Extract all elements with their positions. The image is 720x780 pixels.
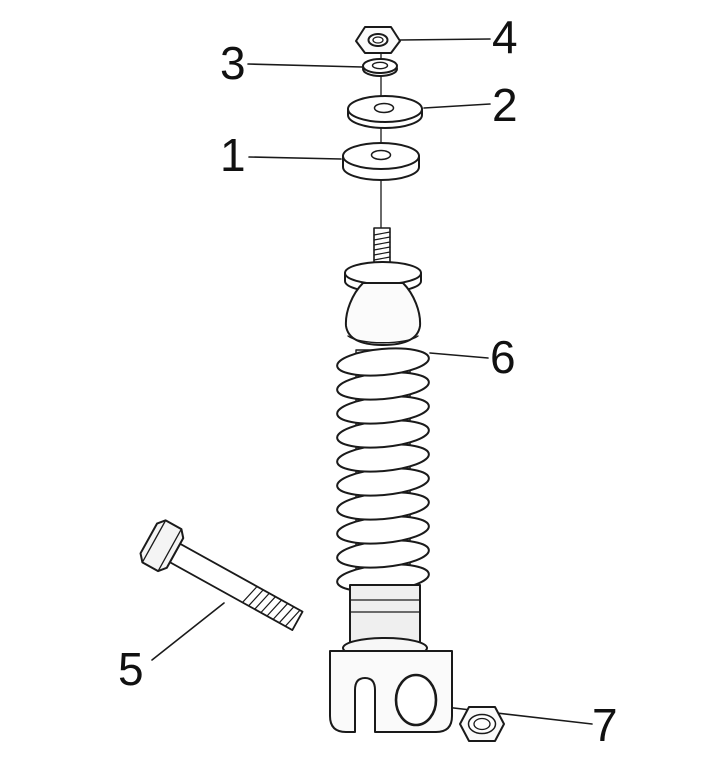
hex-bolt-icon-part5 [139, 519, 304, 631]
hex-nut-icon-part7 [459, 706, 505, 742]
callout-label-5: 5 [118, 643, 144, 695]
hex-nut-icon-part4 [355, 26, 401, 54]
clevis-bolt-hole [394, 673, 438, 727]
callout-label-4: 4 [492, 11, 518, 63]
bushing-washer-icon-part1 [342, 142, 420, 181]
leader-line-7 [427, 704, 593, 725]
lock-washer-icon-part3 [362, 58, 398, 77]
callout-label-2: 2 [492, 79, 518, 131]
shock-body [349, 584, 421, 647]
clevis-mount [329, 637, 453, 733]
callout-label-1: 1 [220, 129, 246, 181]
coil-spring-icon-part6 [336, 347, 430, 593]
leader-line-4 [399, 38, 491, 41]
leader-line-2 [423, 103, 491, 109]
leader-line-6 [429, 352, 489, 359]
leader-lines [151, 38, 593, 725]
rubber-dome-mount [344, 282, 422, 346]
leader-line-5 [151, 602, 225, 661]
leader-line-3 [247, 63, 363, 68]
flat-washer-icon-part2 [347, 95, 423, 129]
callout-label-3: 3 [220, 37, 246, 89]
leader-line-1 [248, 156, 342, 160]
callout-label-7: 7 [592, 699, 618, 751]
callout-label-6: 6 [490, 331, 516, 383]
